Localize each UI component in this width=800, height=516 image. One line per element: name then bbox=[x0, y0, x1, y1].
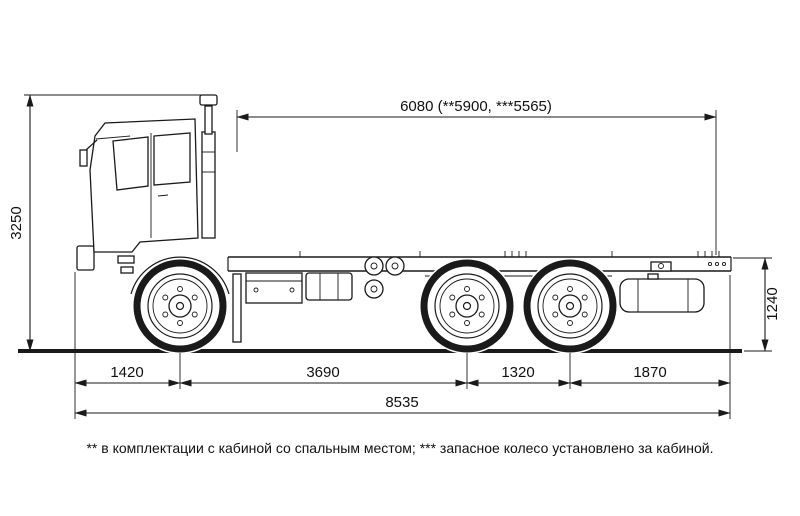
dim-label-front-overhang: 1420 bbox=[110, 364, 143, 381]
dimension-annotations: 6080 (**5900, ***5565) 3250 1240 1420 36… bbox=[8, 94, 781, 419]
dim-label-overall-length: 8535 bbox=[385, 394, 418, 411]
air-intake-stack bbox=[199, 94, 218, 239]
footnote-text: ** в комплектации с кабиной со спальным … bbox=[86, 440, 713, 456]
cab-step-upper bbox=[117, 255, 135, 264]
front-bumper bbox=[76, 245, 95, 271]
door-handle bbox=[157, 194, 169, 197]
dim-label-frame-height: 1240 bbox=[764, 287, 781, 320]
dim-label-wheelbase-front: 3690 bbox=[306, 364, 339, 381]
dim-label-overall-height: 3250 bbox=[8, 206, 25, 239]
mirror-arm bbox=[85, 139, 98, 151]
door-window-rear bbox=[153, 132, 191, 186]
door-window-front bbox=[112, 136, 149, 191]
battery-box bbox=[245, 272, 303, 304]
front-fender bbox=[130, 256, 230, 295]
dim-label-rear-overhang: 1870 bbox=[633, 364, 666, 381]
air-reservoirs bbox=[364, 256, 405, 299]
front-wheel bbox=[132, 258, 228, 354]
mudflap bbox=[232, 273, 242, 343]
rear-wheel-2 bbox=[522, 258, 618, 354]
truck-drawing bbox=[18, 94, 742, 354]
mirror bbox=[79, 149, 88, 167]
cab bbox=[76, 118, 242, 343]
muffler-box bbox=[305, 272, 353, 301]
dim-label-top-length: 6080 (**5900, ***5565) bbox=[400, 98, 552, 115]
dim-label-wheelbase-rear: 1320 bbox=[501, 364, 534, 381]
frame-bolt-marks bbox=[299, 251, 720, 257]
extension-lines bbox=[24, 94, 772, 419]
wheel-bolts bbox=[552, 286, 588, 326]
cab-step-lower bbox=[120, 266, 134, 274]
wheel-bolts bbox=[449, 286, 485, 326]
sun-visor bbox=[95, 135, 131, 140]
fuel-tank bbox=[619, 273, 705, 313]
wheel-bolts bbox=[162, 286, 198, 326]
rear-wheel-1 bbox=[419, 258, 515, 354]
rear-bracket bbox=[650, 261, 672, 272]
